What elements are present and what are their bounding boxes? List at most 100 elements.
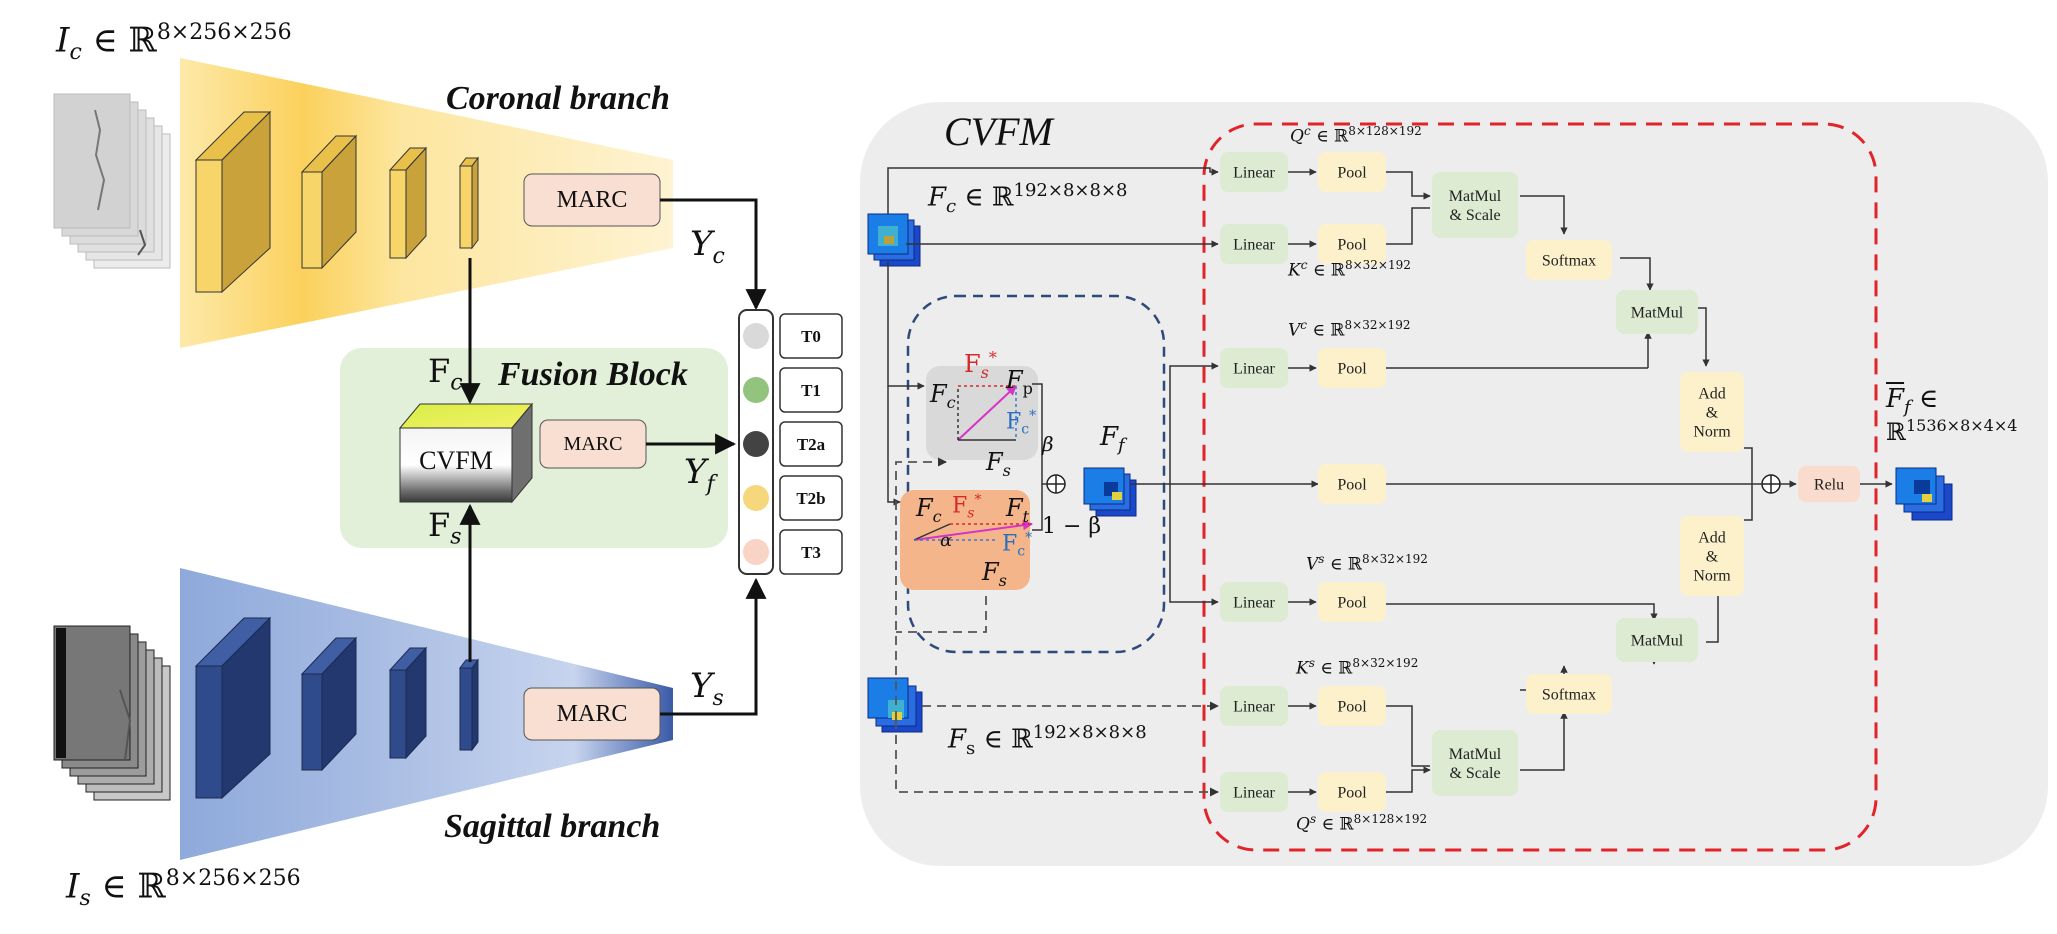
yc-label: Yc — [690, 224, 725, 269]
output-feature-volume — [1895, 467, 1953, 521]
linear-vs-text: Linear — [1233, 595, 1275, 612]
matmul-scale-coronal: MatMul & Scale — [1432, 172, 1518, 238]
pool-qs: Pool — [1318, 772, 1386, 812]
marc-label-fusion: MARC — [563, 433, 623, 455]
sagittal-input-stack — [53, 625, 171, 801]
fp-label: Fp — [1006, 366, 1033, 398]
class-dot-t1 — [743, 377, 769, 403]
linear-vc-text: Linear — [1233, 361, 1275, 378]
matmul-scale-sagittal-text: & Scale — [1449, 765, 1500, 782]
pool-vc-text: Pool — [1337, 361, 1367, 378]
ic-input-label: Ic ∈ ℝ8×256×256 — [56, 20, 292, 66]
cvfm-connections — [887, 167, 1893, 796]
pool-vs: Pool — [1318, 582, 1386, 622]
pool-vc: Pool — [1318, 348, 1386, 388]
pool-qc: Pool — [1318, 152, 1386, 192]
vc-dim-label: Vc ∈ ℝ8×32×192 — [1288, 318, 1411, 341]
add-norm-sagittal: Add & Norm — [1680, 516, 1744, 596]
class-label-t2a: T2a — [797, 435, 826, 454]
linear-qs-text: Linear — [1233, 785, 1275, 802]
fs-feature-volume — [867, 677, 923, 733]
fc-feature-volume — [867, 213, 921, 267]
fc-mini-label-bottom: Fc — [916, 494, 942, 526]
pool-ks: Pool — [1318, 686, 1386, 726]
matmul-scale-coronal-text: MatMul — [1449, 188, 1502, 205]
ks-dim-label: Ks ∈ ℝ8×32×192 — [1296, 656, 1419, 679]
fs-label: Fs — [428, 506, 462, 550]
class-box-t2b — [779, 475, 843, 521]
cvfm-title: CVFM — [944, 109, 1053, 154]
class-dot-t0 — [743, 323, 769, 349]
matmul-coronal-text: MatMul — [1631, 305, 1684, 322]
add-norm-sagittal-text: Add — [1698, 530, 1726, 547]
marc-label-sagittal: MARC — [556, 701, 628, 727]
output-dims-label: ℝ1536×8×4×4 — [1886, 416, 2018, 446]
class-dot-t2b — [743, 485, 769, 511]
ft-label: Ft — [1006, 494, 1030, 526]
class-box-t1 — [779, 367, 843, 413]
ys-label: Ys — [690, 666, 724, 711]
is-input-label: Is ∈ ℝ8×256×256 — [66, 866, 301, 912]
qs-dim-label: Qs ∈ ℝ8×128×192 — [1296, 812, 1428, 835]
add-norm-sagittal-text: Norm — [1693, 568, 1731, 585]
linear-vc: Linear — [1220, 348, 1288, 388]
coronal-conv-blocks — [194, 110, 479, 294]
fc-star-label-top: Fc* — [1006, 408, 1037, 438]
marc-label-coronal: MARC — [556, 187, 628, 213]
matmul-scale-sagittal-text: MatMul — [1449, 746, 1502, 763]
matmul-scale-sagittal: MatMul & Scale — [1432, 730, 1518, 796]
fc-label: Fc — [428, 352, 463, 396]
pool-center-text: Pool — [1337, 477, 1367, 494]
coronal-input-stack — [53, 93, 171, 269]
class-box-t3 — [779, 529, 843, 575]
linear-kc-text: Linear — [1233, 237, 1275, 254]
fs-input-label: Fs ∈ ℝ192×8×8×8 — [948, 722, 1147, 759]
class-label-t2b: T2b — [796, 489, 825, 508]
pool-ks-text: Pool — [1337, 699, 1367, 716]
class-label-t3: T3 — [801, 543, 821, 562]
matmul-sagittal-text: MatMul — [1631, 633, 1684, 650]
add-norm-coronal-text: & — [1706, 405, 1719, 422]
pool-kc-text: Pool — [1337, 237, 1367, 254]
output-label: Ff ∈ — [1886, 384, 1939, 419]
matmul-scale-coronal-text: & Scale — [1449, 207, 1500, 224]
linear-ks: Linear — [1220, 686, 1288, 726]
kc-dim-label: Kc ∈ ℝ8×32×192 — [1288, 258, 1411, 281]
concat-operator — [1761, 474, 1781, 494]
ff-feature-volume — [1083, 467, 1137, 517]
fc-mini-label-top: Fc — [930, 380, 956, 412]
yf-label: Yf — [684, 452, 715, 497]
softmax-coronal-text: Softmax — [1542, 253, 1596, 270]
fc-star-label-bottom: Fc* — [1002, 530, 1033, 560]
fs-star-label-bottom: Fs* — [952, 492, 982, 522]
sagittal-conv-blocks — [194, 616, 479, 800]
class-box-t0 — [779, 313, 843, 359]
softmax-sagittal-text: Softmax — [1542, 687, 1596, 704]
beta-label: β — [1042, 432, 1054, 456]
pool-center: Pool — [1318, 464, 1386, 504]
matmul-sagittal: MatMul — [1616, 618, 1698, 662]
add-norm-coronal-text: Add — [1698, 386, 1726, 403]
linear-qc-text: Linear — [1233, 165, 1275, 182]
class-dot-t3 — [743, 539, 769, 565]
pool-kc: Pool — [1318, 224, 1386, 264]
softmax-coronal: Softmax — [1526, 240, 1612, 280]
cvfm-cube — [398, 402, 534, 504]
vs-dim-label: Vs ∈ ℝ8×32×192 — [1306, 552, 1428, 575]
cvfm-dashed-connections — [895, 457, 1219, 797]
pool-qs-text: Pool — [1337, 785, 1367, 802]
weighted-sum-operator — [1046, 474, 1066, 494]
add-norm-sagittal-text: & — [1706, 549, 1719, 566]
ff-label: Ff — [1100, 422, 1125, 457]
add-norm-coronal-text: Norm — [1693, 424, 1731, 441]
fs-mini-label-top: Fs — [986, 448, 1011, 480]
cvfm-cube-label: CVFM — [419, 446, 493, 475]
class-label-t0: T0 — [801, 327, 821, 346]
softmax-sagittal: Softmax — [1526, 674, 1612, 714]
linear-kc: Linear — [1220, 224, 1288, 264]
coronal-branch-title: Coronal branch — [446, 80, 670, 117]
relu: Relu — [1798, 466, 1860, 502]
qc-dim-label: Qc ∈ ℝ8×128×192 — [1290, 124, 1422, 147]
fs-mini-label-bottom: Fs — [982, 558, 1007, 590]
